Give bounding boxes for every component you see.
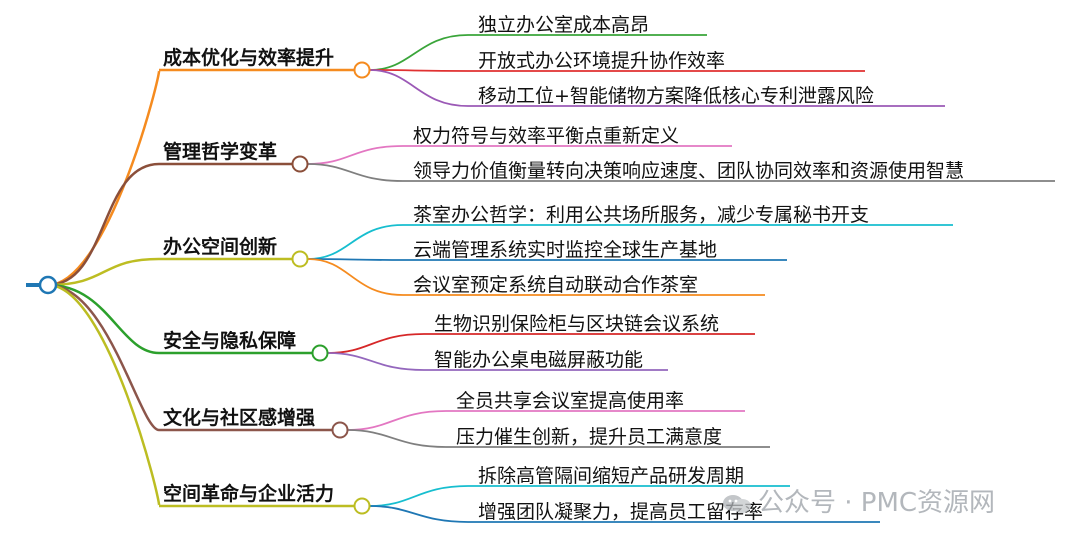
leaf-label: 会议室预定系统自动联动合作茶室: [413, 274, 699, 296]
branch-label: 管理哲学变革: [163, 141, 278, 163]
leaf-label: 生物识别保险柜与区块链会议系统: [434, 313, 720, 335]
leaf-link: [327, 333, 755, 354]
branch-node: [311, 344, 329, 362]
branch-link: [47, 257, 300, 287]
branch-label: 空间革命与企业活力: [163, 483, 335, 505]
leaf-link: [369, 69, 865, 72]
branch-link: [47, 283, 340, 432]
leaf-label: 独立办公室成本高昂: [478, 14, 650, 36]
branch-node: [353, 497, 371, 515]
branch-label: 成本优化与效率提升: [163, 47, 335, 69]
leaf-label: 智能办公桌电磁屏蔽功能: [434, 349, 644, 371]
leaf-link: [307, 258, 787, 261]
leaf-label: 拆除高管隔间缩短产品研发周期: [478, 465, 745, 487]
leaf-label: 移动工位+智能储物方案降低核心专利泄露风险: [478, 85, 874, 107]
leaf-label: 增强团队凝聚力，提高员工留存率: [478, 501, 764, 523]
watermark-text: 公众号 · PMC资源网: [758, 488, 996, 518]
leaf-label: 权力符号与效率平衡点重新定义: [413, 125, 680, 147]
leaf-label: 压力催生创新，提升员工满意度: [456, 426, 723, 448]
branch-label: 文化与社区感增强: [163, 407, 316, 429]
leaf-label: 全员共享会议室提高使用率: [456, 390, 685, 412]
leaf-link: [307, 145, 732, 165]
branch-link: [47, 162, 300, 287]
branch-link: [47, 283, 320, 355]
leaf-link: [327, 352, 668, 371]
watermark: 公众号 · PMC资源网: [722, 482, 995, 519]
root-node: [38, 275, 58, 295]
leaf-link: [369, 69, 945, 107]
leaf-label: 云端管理系统实时监控全球生产基地: [413, 239, 718, 261]
leaf-link: [347, 410, 745, 431]
branch-node: [353, 61, 371, 79]
branch-label: 办公空间创新: [163, 236, 278, 258]
leaf-link: [369, 34, 707, 71]
leaf-label: 开放式办公环境提升协作效率: [478, 50, 726, 72]
leaf-label: 领导力价值衡量转向决策响应速度、团队协同效率和资源使用智慧: [413, 160, 965, 182]
leaf-link: [369, 485, 790, 507]
leaf-link: [307, 224, 953, 260]
leaf-link: [347, 429, 770, 448]
branch-label: 安全与隐私保障: [163, 330, 297, 352]
branch-node: [291, 250, 309, 268]
leaf-label: 茶室办公哲学：利用公共场所服务，减少专属秘书开支: [413, 204, 870, 226]
wechat-icon: [723, 494, 751, 513]
branch-link: [47, 68, 362, 287]
branch-node: [331, 421, 349, 439]
branch-node: [291, 155, 309, 173]
branch-link: [47, 283, 362, 508]
leaf-link: [307, 258, 765, 296]
leaf-link: [307, 163, 1055, 182]
leaf-link: [369, 505, 880, 523]
